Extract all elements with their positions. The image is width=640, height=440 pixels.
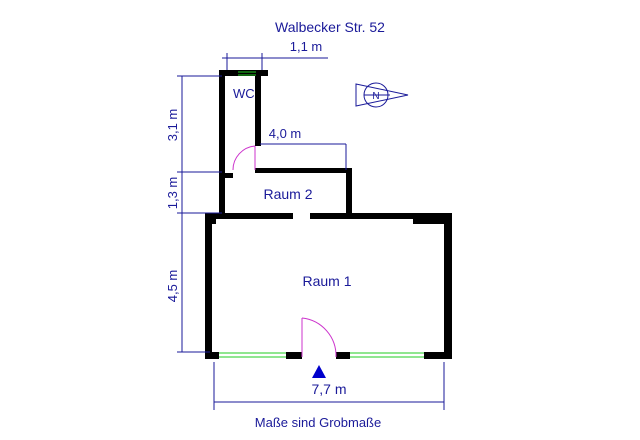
total-width-label: 7,7 m [311,381,346,397]
north-label: N [372,91,379,102]
room-1-label: Raum 1 [302,273,351,289]
windows [219,71,424,358]
room1-height-label: 4,5 m [165,270,180,303]
wc-width-label: 1,1 m [290,39,323,54]
north-arrow-icon: N [355,82,409,108]
room-2-label: Raum 2 [263,186,312,202]
entrance-arrow-icon [312,365,326,378]
doors [232,145,337,358]
room2-width-dimension: 4,0 m [260,126,347,170]
vertical-dimensions: 3,1 m 1,3 m 4,5 m [165,75,222,353]
dimensions-note: Maße sind Grobmaße [255,415,381,430]
walls [205,70,452,359]
street-address: Walbecker Str. 52 [275,19,385,35]
corridor-height-label: 1,3 m [165,177,180,210]
wc-height-label: 3,1 m [165,109,180,142]
room-wc-label: WC [233,86,255,101]
total-width-dimension: 7,7 m [213,362,445,410]
room2-width-label: 4,0 m [269,126,302,141]
